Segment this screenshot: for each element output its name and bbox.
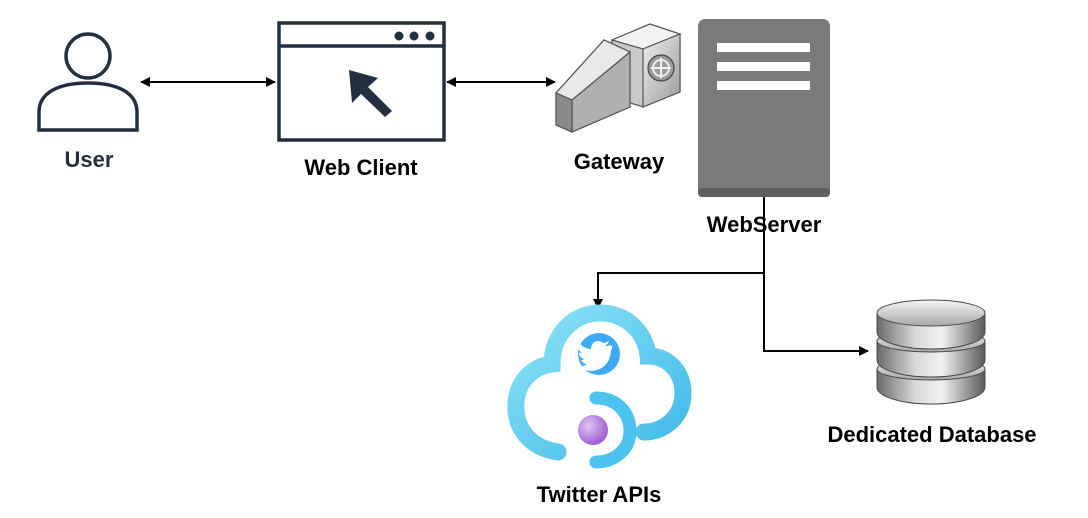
- database-icon: [876, 299, 986, 405]
- twitter-apis-node[interactable]: Twitter APIs: [507, 304, 692, 507]
- gateway-icon: [554, 23, 682, 133]
- gateway-node[interactable]: Gateway: [554, 23, 682, 174]
- browser-window-icon: [277, 21, 446, 142]
- database-node[interactable]: Dedicated Database: [827, 299, 1037, 447]
- twitter-apis-label: Twitter APIs: [537, 482, 662, 507]
- webserver-node[interactable]: WebServer: [698, 19, 830, 237]
- edge-webserver-database: [763, 273, 869, 356]
- connectors: [140, 77, 869, 356]
- server-icon: [698, 19, 830, 197]
- orb-icon: [578, 415, 608, 445]
- web-client-node[interactable]: Web Client: [277, 21, 446, 180]
- user-node[interactable]: User: [37, 32, 139, 172]
- web-client-label: Web Client: [304, 155, 418, 180]
- twitter-bird-icon: [577, 341, 613, 371]
- edge-webserver-twitter: [593, 196, 765, 309]
- user-icon: [37, 32, 139, 132]
- user-label: User: [65, 147, 114, 172]
- cloud-twitter-icon: [507, 304, 692, 469]
- cursor-icon: [349, 70, 392, 117]
- database-label: Dedicated Database: [827, 422, 1036, 447]
- gateway-label: Gateway: [574, 149, 665, 174]
- webserver-label: WebServer: [707, 212, 822, 237]
